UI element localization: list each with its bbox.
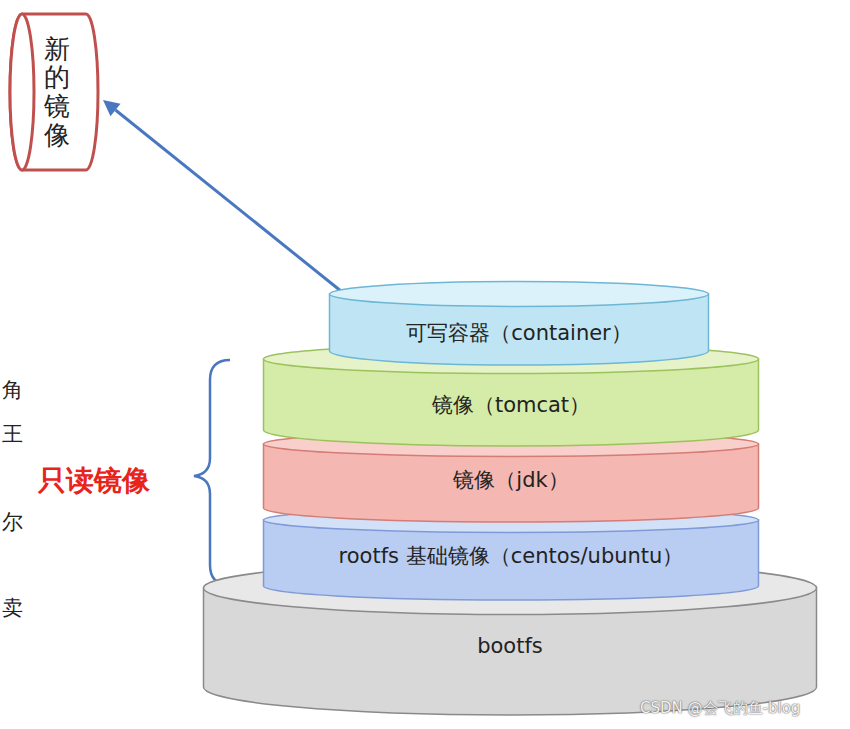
- cut-text: 王: [2, 420, 23, 448]
- arrow-connector: [103, 100, 347, 296]
- cylinder-top: [264, 508, 759, 533]
- node-label: 镜像（jdk）: [453, 466, 568, 494]
- watermark: CSDN @会飞的鱼-blog: [640, 699, 800, 718]
- cylinder-top: [264, 345, 759, 374]
- node-label: 镜像（tomcat）: [432, 391, 590, 419]
- node-label: bootfs: [477, 634, 543, 658]
- node-label: rootfs 基础镜像（centos/ubuntu）: [339, 542, 684, 570]
- node-label: 新的镜像: [44, 35, 70, 149]
- cylinder-top: [330, 282, 709, 307]
- cut-text: 尔: [2, 508, 23, 536]
- curly-bracket: [194, 360, 230, 585]
- connector-line: [115, 110, 347, 296]
- bracket-label: 只读镜像: [38, 462, 150, 500]
- image-cylinder: 新的镜像: [8, 12, 100, 172]
- container-layer: 可写容器（container）: [328, 280, 710, 365]
- cylinder-end: [10, 14, 34, 170]
- cut-text: 卖: [2, 594, 23, 622]
- cylinder-top: [204, 562, 817, 615]
- cylinder-top: [264, 432, 759, 457]
- arrow-head: [103, 100, 120, 116]
- node-label: 可写容器（container）: [406, 319, 632, 347]
- cylinder-body: [10, 14, 98, 170]
- cut-text: 角: [2, 376, 23, 404]
